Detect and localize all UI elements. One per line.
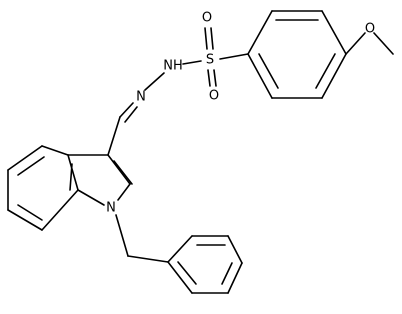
atom-label: O bbox=[365, 22, 375, 37]
bond bbox=[221, 262, 233, 285]
atom-label: S bbox=[206, 53, 214, 68]
bond bbox=[213, 69, 217, 87]
atom-o-bottom: O bbox=[209, 89, 219, 104]
bond bbox=[345, 32, 366, 55]
bond bbox=[107, 154, 131, 185]
atom-nh: NH bbox=[163, 59, 183, 74]
bond bbox=[7, 209, 43, 231]
bond bbox=[41, 145, 69, 156]
bond bbox=[247, 53, 273, 99]
bond bbox=[124, 106, 138, 123]
atom-label: N bbox=[106, 201, 116, 216]
bond bbox=[117, 183, 131, 201]
atom-n-hydrazone: N bbox=[136, 90, 146, 105]
atom-label: O bbox=[202, 11, 212, 26]
bond bbox=[167, 235, 193, 263]
bond bbox=[321, 53, 347, 99]
bond bbox=[177, 261, 197, 285]
bond bbox=[247, 10, 273, 55]
bond bbox=[207, 69, 211, 87]
bond bbox=[210, 27, 214, 50]
bond bbox=[115, 214, 129, 257]
bond bbox=[219, 53, 249, 60]
atom-n-indole: N bbox=[106, 201, 116, 216]
bond bbox=[69, 163, 73, 191]
atom-o-methoxy: O bbox=[365, 22, 375, 37]
bond bbox=[321, 10, 347, 55]
bond bbox=[315, 53, 336, 89]
bond bbox=[17, 204, 43, 221]
atom-o-top: O bbox=[202, 11, 212, 26]
bond bbox=[258, 53, 279, 89]
bond bbox=[113, 160, 133, 185]
atom-label: NH bbox=[163, 59, 183, 74]
atom-label: O bbox=[209, 89, 219, 104]
bond bbox=[77, 189, 105, 206]
bond bbox=[204, 27, 208, 50]
bond bbox=[67, 154, 79, 191]
bond-layer bbox=[7, 10, 394, 294]
atom-layer: O O S O NH N N bbox=[106, 11, 375, 216]
bond bbox=[7, 145, 43, 171]
bond bbox=[182, 60, 202, 65]
atom-sulfur: S bbox=[206, 53, 214, 68]
bond bbox=[41, 189, 79, 231]
atom-label: N bbox=[136, 90, 146, 105]
bond bbox=[373, 32, 394, 55]
bond bbox=[144, 72, 165, 91]
bond bbox=[119, 102, 134, 118]
bond bbox=[227, 235, 243, 264]
bond bbox=[227, 262, 243, 294]
bond bbox=[167, 261, 193, 294]
bond bbox=[127, 255, 169, 263]
bond bbox=[17, 156, 45, 176]
bond bbox=[107, 116, 121, 156]
